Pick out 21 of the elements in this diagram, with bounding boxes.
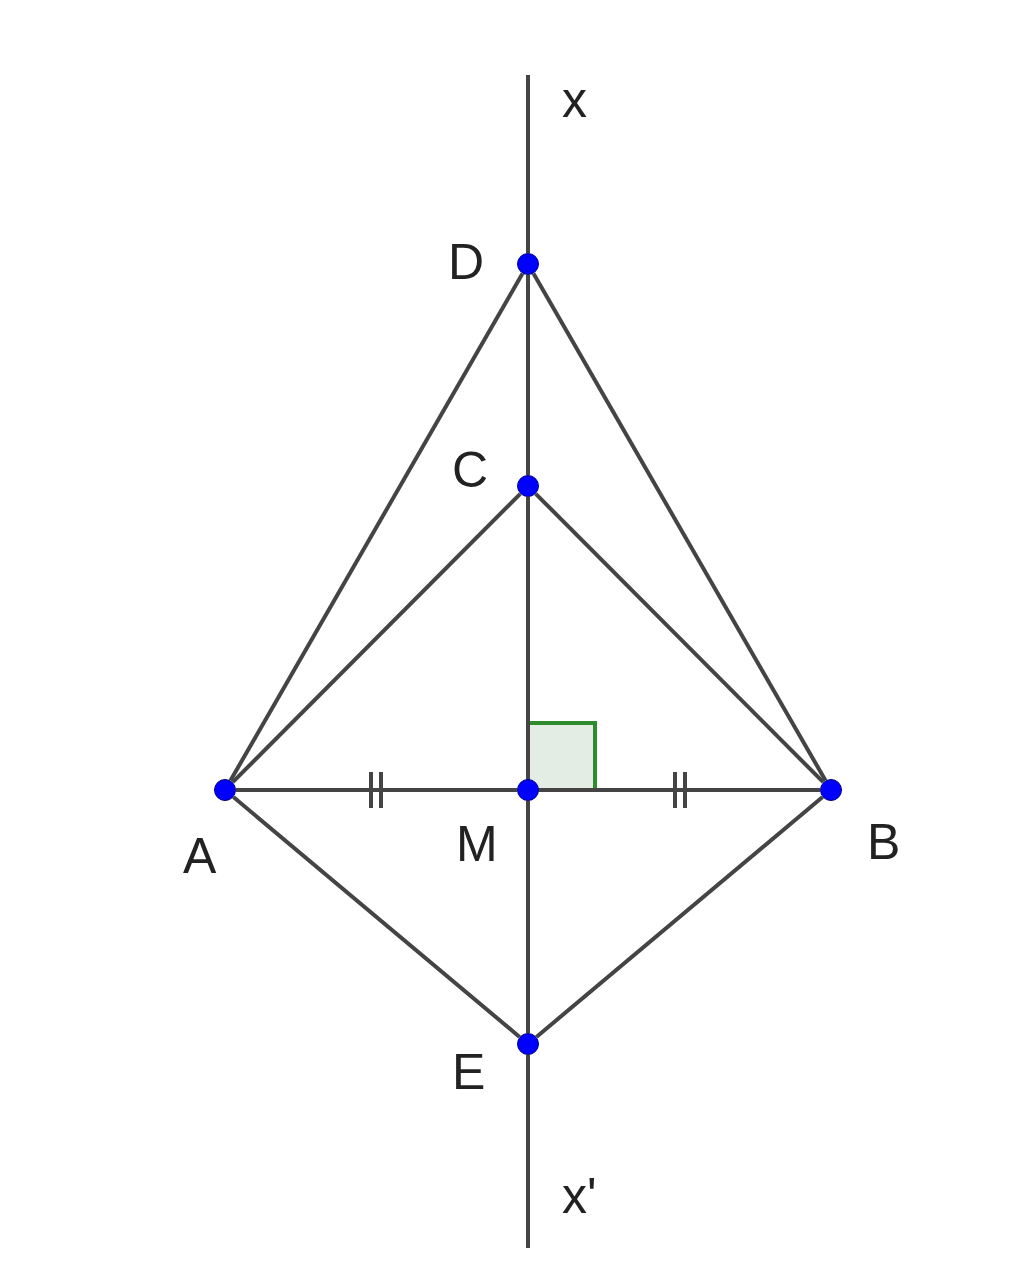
line-segment (236, 788, 517, 792)
line-segment (531, 272, 828, 782)
line-end-label: x' (562, 1168, 597, 1224)
point-label: A (183, 828, 217, 884)
point-label: D (448, 234, 485, 290)
line-segment (526, 497, 530, 779)
line-segment (231, 492, 522, 784)
point-label: M (456, 816, 498, 872)
line-segment (526, 1055, 530, 1248)
point-label: E (452, 1044, 486, 1100)
point-label: B (867, 814, 901, 870)
line-segment (228, 272, 525, 782)
line-segment (534, 492, 825, 784)
line-segment (526, 801, 530, 1033)
point-label: C (452, 442, 489, 498)
line-segment (539, 788, 820, 792)
line-segment (526, 275, 530, 475)
line-segment (232, 795, 521, 1039)
line-segment (526, 75, 530, 253)
line-end-label: x (562, 72, 587, 128)
line-segment (535, 795, 824, 1039)
